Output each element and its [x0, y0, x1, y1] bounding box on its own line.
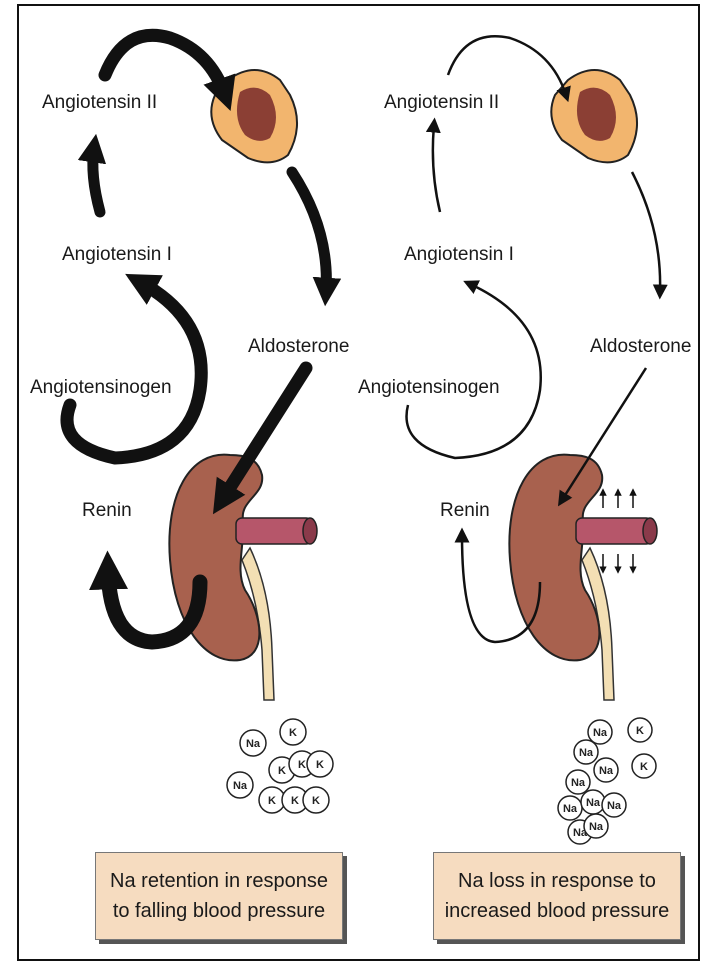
right-ion-cluster: Na Na Na Na Na Na Na Na Na K K: [558, 718, 656, 844]
ion-label: Na: [233, 780, 248, 792]
left-renal-vessel: [236, 518, 317, 544]
ion-label: K: [289, 727, 297, 739]
ion-label: K: [640, 761, 648, 773]
ion-label: Na: [563, 803, 578, 815]
right-arrow-adrenal-to-aldosterone: [632, 172, 660, 292]
left-arrow-angiotensinogen-to-angiotensini: [67, 282, 201, 458]
left-caption-line-2: to falling blood pressure: [113, 896, 325, 926]
ion-label: Na: [571, 777, 586, 789]
ion-label: Na: [579, 747, 594, 759]
ion-label: K: [268, 795, 276, 807]
right-label-renin: Renin: [440, 500, 490, 521]
left-caption-line-1: Na retention in response: [110, 866, 328, 896]
right-panel: Angiotensin II Angiotensin I Aldosterone…: [358, 36, 691, 844]
right-arrow-angiotensinogen-to-angiotensini: [407, 284, 541, 458]
ion-label: Na: [589, 821, 604, 833]
left-arrow-angiotensinii-to-adrenal: [105, 35, 225, 95]
left-panel: Angiotensin II Angiotensin I Aldosterone…: [30, 35, 349, 813]
ion-label: Na: [599, 765, 614, 777]
right-arrow-aldosterone-to-kidney: [562, 368, 646, 500]
right-label-angiotensinogen: Angiotensinogen: [358, 377, 500, 398]
left-ion-cluster: Na Na K K K K K K K: [227, 719, 333, 813]
left-caption-box: Na retention in response to falling bloo…: [95, 852, 343, 940]
ion-label: Na: [607, 800, 622, 812]
left-arrow-angiotensini-to-angiotensinii: [93, 148, 100, 212]
right-adrenal-gland-icon: [551, 70, 637, 162]
right-caption-line-1: Na loss in response to: [458, 866, 656, 896]
right-arrow-angiotensini-to-angiotensinii: [433, 125, 440, 212]
right-label-aldosterone: Aldosterone: [590, 336, 691, 357]
left-label-angiotensin-i: Angiotensin I: [62, 244, 172, 265]
right-caption-line-2: increased blood pressure: [445, 896, 670, 926]
ion-label: Na: [246, 738, 261, 750]
ion-label: K: [636, 725, 644, 737]
left-label-angiotensin-ii: Angiotensin II: [42, 92, 157, 113]
left-arrow-aldosterone-to-kidney: [222, 368, 306, 500]
ion-label: K: [298, 759, 306, 771]
ion-label: K: [312, 795, 320, 807]
ion-label: Na: [586, 797, 601, 809]
right-arrow-angiotensinii-to-adrenal: [448, 36, 566, 95]
ion-label: K: [291, 795, 299, 807]
left-label-aldosterone: Aldosterone: [248, 336, 349, 357]
right-caption-box: Na loss in response to increased blood p…: [433, 852, 681, 940]
ion-label: K: [316, 759, 324, 771]
left-label-angiotensinogen: Angiotensinogen: [30, 377, 172, 398]
right-label-angiotensin-ii: Angiotensin II: [384, 92, 499, 113]
ion-label: K: [278, 765, 286, 777]
right-label-angiotensin-i: Angiotensin I: [404, 244, 514, 265]
ion-label: Na: [593, 727, 608, 739]
right-renal-vessel: [576, 518, 657, 544]
left-arrow-adrenal-to-aldosterone: [292, 172, 326, 292]
left-label-renin: Renin: [82, 500, 132, 521]
